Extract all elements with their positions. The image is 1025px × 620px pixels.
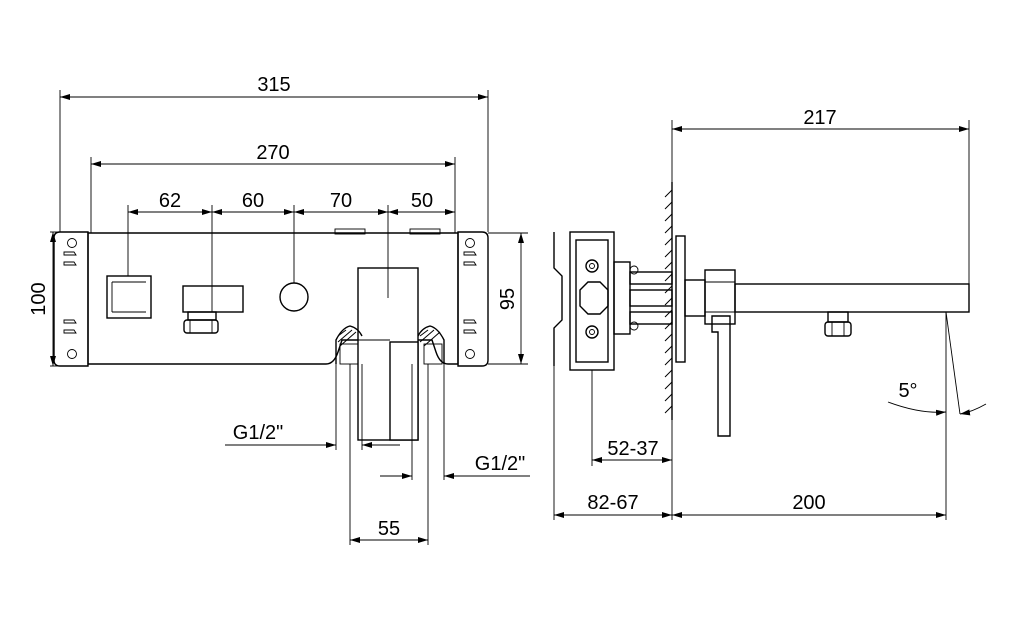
dim-plate-height: 95 xyxy=(497,288,519,310)
dim-inlet-spacing: 55 xyxy=(378,518,400,540)
dimension-lines xyxy=(50,94,530,543)
round-knob xyxy=(279,282,309,312)
side-lever xyxy=(711,315,731,437)
angle-indicator xyxy=(887,311,987,520)
concealed-body xyxy=(553,231,673,371)
dim-overall-height: 100 xyxy=(28,282,50,315)
wall xyxy=(664,182,673,420)
dim-thread-left: G1/2" xyxy=(233,422,283,444)
dim-thread-right: G1/2" xyxy=(475,453,525,475)
mixer-lever xyxy=(357,267,419,441)
side-dimension-lines xyxy=(554,126,969,518)
side-view: 217 52-37 82-67 200 5° xyxy=(553,107,987,520)
dim-spout-length-total: 217 xyxy=(803,107,836,129)
dim-spacing-4: 50 xyxy=(411,190,433,212)
dim-wall-depth-inner: 52-37 xyxy=(607,438,658,460)
dim-spacing-3: 70 xyxy=(330,190,352,212)
dim-spacing-1: 62 xyxy=(159,190,181,212)
diverter-knob xyxy=(106,275,152,319)
shower-outlet xyxy=(182,285,244,334)
side-extension-lines xyxy=(553,120,970,520)
front-view: 315 270 62 60 70 50 100 95 G1/2" G1/2" 5… xyxy=(28,74,530,545)
dim-wall-depth-outer: 82-67 xyxy=(587,492,638,514)
inlet-right xyxy=(417,325,445,365)
dim-plate-width: 270 xyxy=(256,142,289,164)
dim-spacing-2: 60 xyxy=(242,190,264,212)
dim-spout-projection: 200 xyxy=(792,492,825,514)
left-bracket xyxy=(53,231,89,367)
extension-lines xyxy=(50,90,528,545)
spout xyxy=(684,269,970,337)
cover-plate xyxy=(87,232,459,365)
inlet-left xyxy=(335,325,363,365)
dim-overall-width: 315 xyxy=(257,74,290,96)
right-bracket xyxy=(457,231,489,367)
side-plate xyxy=(675,235,686,363)
dim-spout-angle: 5° xyxy=(898,380,917,402)
